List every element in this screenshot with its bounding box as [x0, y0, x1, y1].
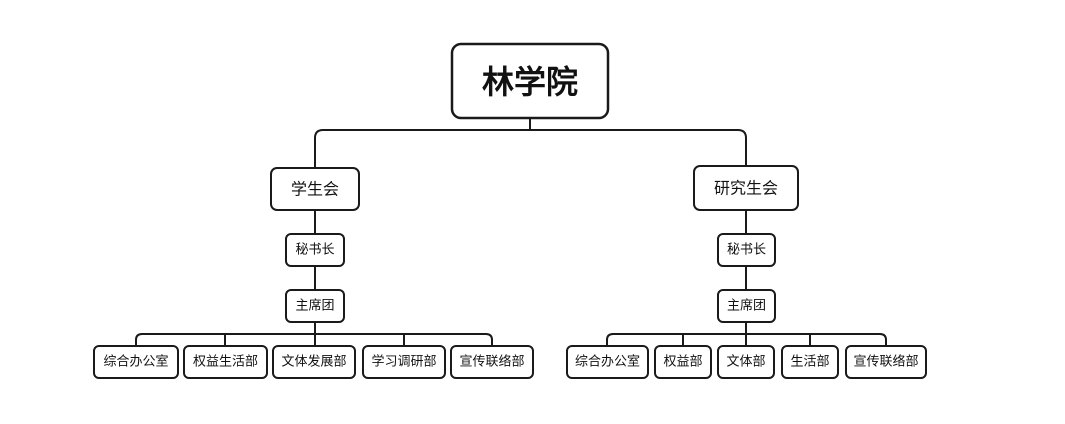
department-label: 权益部 — [663, 354, 702, 370]
left-department-bar — [135, 333, 493, 347]
department-node: 综合办公室 — [93, 345, 179, 379]
department-node: 权益部 — [654, 345, 712, 379]
department-label: 综合办公室 — [103, 354, 168, 370]
department-label: 文体部 — [726, 355, 765, 370]
branch-node-left: 学生会 — [270, 167, 360, 211]
department-node: 宣传联络部 — [450, 345, 534, 379]
department-label: 宣传联络部 — [459, 354, 524, 370]
root-node: 林学院 — [450, 42, 610, 120]
connectors — [135, 117, 887, 347]
department-node: 权益生活部 — [183, 345, 268, 379]
presidium-node-right: 主席团 — [717, 289, 776, 323]
secretary-label: 秘书长 — [295, 243, 334, 258]
right-department-bar — [606, 333, 887, 347]
presidium-label: 主席团 — [295, 298, 334, 314]
department-label: 学习调研部 — [371, 354, 436, 370]
presidium-node-left: 主席团 — [285, 289, 345, 323]
department-node: 文体部 — [717, 345, 775, 379]
department-node: 学习调研部 — [362, 345, 446, 379]
department-label: 综合办公室 — [575, 354, 640, 370]
department-node: 生活部 — [781, 345, 839, 379]
department-label: 文体发展部 — [281, 354, 346, 370]
secretary-node-right: 秘书长 — [717, 233, 776, 267]
root-label: 林学院 — [482, 63, 578, 101]
department-label: 权益生活部 — [193, 354, 258, 370]
root-branch-bar — [314, 129, 747, 169]
department-node: 综合办公室 — [566, 345, 649, 379]
secretary-label: 秘书长 — [727, 243, 766, 258]
branch-label: 学生会 — [291, 180, 339, 199]
department-node: 文体发展部 — [272, 345, 356, 379]
branch-label: 研究生会 — [714, 179, 778, 198]
secretary-node-left: 秘书长 — [285, 233, 345, 267]
branch-node-right: 研究生会 — [693, 165, 799, 211]
department-label: 生活部 — [790, 355, 829, 370]
department-node: 宣传联络部 — [845, 345, 927, 379]
department-label: 宣传联络部 — [853, 354, 918, 370]
presidium-label: 主席团 — [727, 298, 766, 314]
